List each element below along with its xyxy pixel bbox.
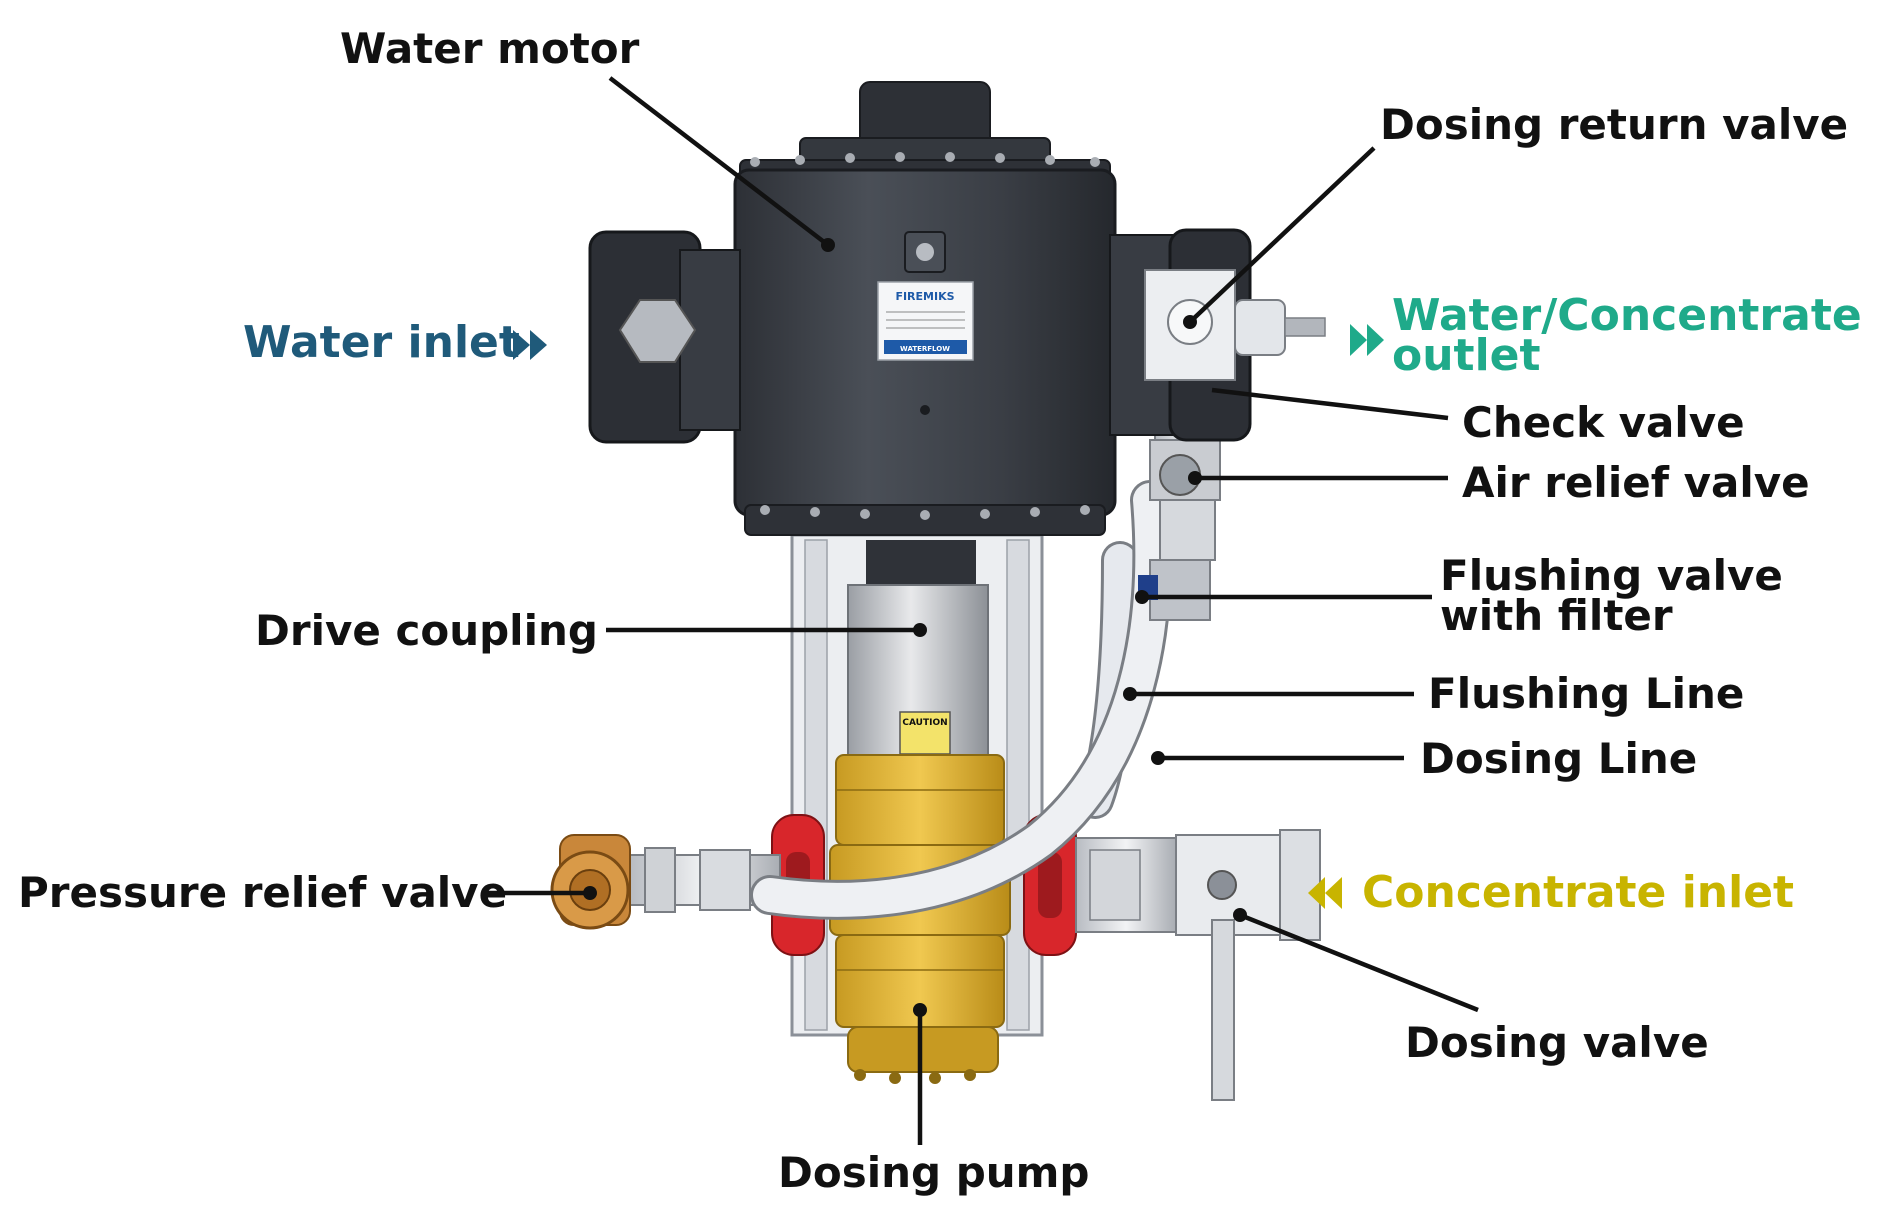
label-dosing-pump: Dosing pump xyxy=(778,1148,1090,1197)
outlet-arrow-icon xyxy=(1350,324,1384,356)
leader-dosing-valve xyxy=(1239,912,1479,1013)
leader-lines xyxy=(488,76,1479,1145)
label-flushing-valve: Flushing valve with filter xyxy=(1440,551,1783,640)
label-concentrate-inlet: Concentrate inlet xyxy=(1362,867,1795,918)
leader-dots xyxy=(583,238,1247,1017)
label-check-valve: Check valve xyxy=(1462,398,1745,447)
leader-dosing-return-valve xyxy=(1188,146,1376,324)
label-water-motor: Water motor xyxy=(340,24,640,73)
water-inlet-arrow-icon xyxy=(513,330,547,360)
leader-water-motor xyxy=(608,76,830,247)
label-outlet-line2: outlet xyxy=(1392,330,1541,381)
label-water-concentrate-outlet: Water/Concentrate outlet xyxy=(1392,290,1862,381)
svg-text:CAUTION: CAUTION xyxy=(902,718,947,728)
label-pressure-relief-valve: Pressure relief valve xyxy=(18,868,508,917)
concentrate-inlet-arrow-icon xyxy=(1308,877,1342,909)
drive-coupling-part: CAUTION xyxy=(847,540,989,761)
svg-text:FIREMIKS: FIREMIKS xyxy=(895,290,954,303)
leader-check-valve xyxy=(1211,387,1449,421)
label-dosing-line: Dosing Line xyxy=(1420,734,1698,783)
label-drive-coupling: Drive coupling xyxy=(255,606,598,655)
concentrate-inlet-valve-part xyxy=(1075,829,1321,1101)
label-flushing-line: Flushing Line xyxy=(1428,669,1745,718)
label-flushing-valve-line2: with filter xyxy=(1440,591,1673,640)
pressure-relief-valve-part xyxy=(550,834,781,930)
label-water-inlet: Water inlet xyxy=(243,317,520,368)
label-dosing-valve: Dosing valve xyxy=(1405,1018,1709,1067)
svg-text:WATERFLOW: WATERFLOW xyxy=(900,345,950,353)
label-flushing-valve-line1: Flushing valve xyxy=(1440,551,1783,600)
label-air-relief-valve: Air relief valve xyxy=(1462,458,1810,507)
label-outlet-line1: Water/Concentrate xyxy=(1392,290,1862,341)
label-dosing-return-valve: Dosing return valve xyxy=(1380,100,1849,149)
water-motor-part: FIREMIKS WATERFLOW xyxy=(588,81,1326,536)
